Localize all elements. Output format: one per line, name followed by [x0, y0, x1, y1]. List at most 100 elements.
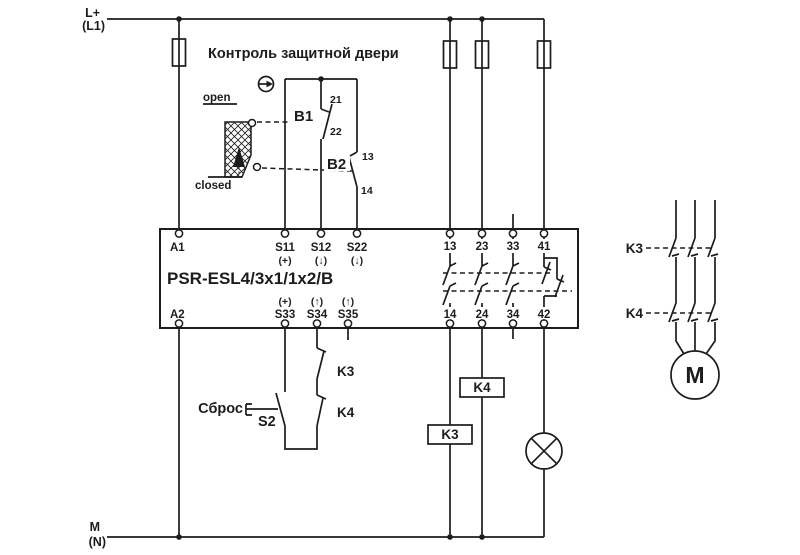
supply-wires — [178, 19, 545, 537]
reset-switch-label: S2 — [258, 414, 276, 430]
terminal-label-24: 24 — [476, 309, 489, 321]
rail-top-label-1: L+ — [85, 6, 100, 20]
b2-terminal-14: 14 — [361, 185, 373, 197]
junction-dot — [318, 76, 324, 82]
terminal — [539, 319, 549, 328]
terminal — [508, 229, 518, 238]
terminal-label-14: 14 — [444, 309, 457, 321]
coil-k3-label: K3 — [441, 427, 459, 442]
terminal — [445, 319, 455, 328]
terminal — [312, 319, 322, 328]
junction-dot — [447, 534, 453, 540]
terminal-sub-s11: (+) — [278, 255, 291, 267]
terminal-label-34: 34 — [507, 309, 520, 321]
terminal — [352, 229, 362, 238]
actuator-cam-follower — [252, 162, 262, 172]
fuse-icon — [536, 40, 552, 69]
junction-dot — [479, 534, 485, 540]
contactor-k4-label: K4 — [626, 306, 644, 321]
terminal-label-13: 13 — [444, 241, 457, 253]
terminal — [445, 229, 455, 238]
actuation-direction-icon — [257, 75, 275, 93]
contact-b2 — [348, 79, 358, 229]
door-actuator-icon — [203, 103, 262, 178]
contact-b2-label: B2 — [327, 156, 346, 173]
terminal-label-s34: S34 — [307, 309, 328, 321]
motor-icon — [670, 350, 720, 400]
junction-dot — [479, 16, 485, 22]
terminal — [343, 319, 353, 328]
k4-contact-label: K4 — [337, 405, 355, 420]
actuator-arrow-icon — [233, 147, 245, 167]
push-button-icon — [245, 403, 278, 416]
contact-b1-label: B1 — [294, 108, 313, 125]
reset-circuit — [245, 328, 349, 450]
terminal-label-23: 23 — [476, 241, 489, 253]
coil-k4 — [459, 377, 505, 398]
terminal-sub-s22: (↓) — [351, 255, 363, 267]
rail-bottom-label-1: M — [90, 520, 100, 534]
terminal-label-a1: A1 — [170, 242, 185, 254]
terminal-sub-s34: (↑) — [311, 296, 323, 308]
labels: L+ (L1) M (N) Контроль защитной двери op… — [82, 6, 705, 549]
fuse-icon — [474, 40, 490, 69]
mechanical-link-b2 — [261, 167, 353, 172]
door-open-label: open — [203, 92, 230, 104]
terminal-label-41: 41 — [538, 241, 551, 253]
b1-terminal-22: 22 — [330, 126, 342, 138]
safety-relay-block — [159, 228, 579, 329]
terminal — [477, 229, 487, 238]
nc-contact-k4 — [316, 379, 327, 427]
junction-dot — [176, 534, 182, 540]
reset-button-s2 — [245, 392, 318, 450]
terminal — [477, 319, 487, 328]
terminal — [508, 319, 518, 328]
coil-k3 — [427, 424, 473, 445]
terminal-label-s33: S33 — [275, 309, 295, 321]
fuses — [171, 38, 552, 69]
terminal-sub-s35: (↑) — [342, 296, 354, 308]
terminal-label-33: 33 — [507, 241, 520, 253]
fuse-icon — [171, 38, 187, 67]
terminal-label-s12: S12 — [311, 242, 331, 254]
junction-dot — [447, 16, 453, 22]
terminal — [174, 319, 184, 328]
terminal — [174, 229, 184, 238]
terminal-sub-s12: (↓) — [315, 255, 327, 267]
k3-contact-label: K3 — [337, 364, 355, 379]
rail-bottom-label-2: (N) — [89, 535, 106, 549]
relay-name: PSR-ESL4/3x1/1x2/B — [167, 269, 333, 288]
terminal-label-42: 42 — [538, 309, 551, 321]
contact-b1 — [320, 79, 333, 229]
reset-label: Сброс — [198, 401, 243, 417]
door-closed-label: closed — [195, 180, 231, 192]
b2-terminal-13: 13 — [362, 151, 374, 163]
relay-terminals — [174, 229, 549, 328]
actuator-cam-follower — [247, 118, 257, 128]
diagram-title: Контроль защитной двери — [208, 46, 399, 62]
fuse-icon — [442, 40, 458, 69]
junction-dots — [176, 16, 485, 540]
terminal — [280, 319, 290, 328]
terminal — [539, 229, 549, 238]
terminal — [280, 229, 290, 238]
output-loads — [427, 377, 563, 470]
rail-top-label-2: (L1) — [82, 19, 105, 33]
contactor-k3-label: K3 — [626, 241, 644, 256]
terminal-label-s11: S11 — [275, 242, 295, 254]
terminal-label-s22: S22 — [347, 242, 367, 254]
nc-contact-k3 — [316, 328, 327, 380]
motor-label: M — [685, 362, 704, 388]
b1-terminal-21: 21 — [330, 94, 342, 106]
terminal-label-s35: S35 — [338, 309, 359, 321]
coil-k4-label: K4 — [473, 380, 491, 395]
terminal-label-a2: A2 — [170, 309, 185, 321]
junction-dot — [176, 16, 182, 22]
terminal — [316, 229, 326, 238]
terminal-sub-s33: (+) — [278, 296, 291, 308]
door-sensor-circuit — [203, 75, 358, 229]
contactor-k3-contacts — [646, 200, 719, 258]
contactor-k4-contacts — [646, 302, 719, 323]
lamp-icon — [525, 432, 563, 470]
